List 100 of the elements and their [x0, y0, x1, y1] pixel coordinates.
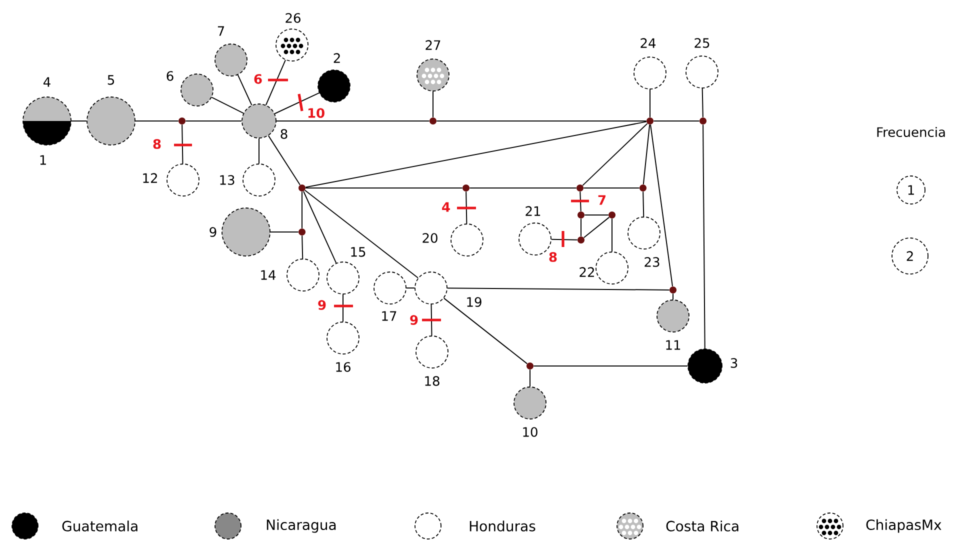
network-line	[672, 293, 674, 300]
haplotype-number: 12	[143, 173, 157, 183]
haplotype-number: 17	[382, 311, 396, 321]
legend-heading: Frecuencia	[877, 126, 945, 138]
median-vector-dot	[298, 184, 306, 192]
haplotype-number: 20	[422, 233, 438, 243]
median-vector-dot	[608, 212, 616, 218]
haplotype-circle	[688, 348, 722, 384]
legend-text: Guatemala	[62, 520, 138, 532]
network-line	[580, 218, 582, 237]
haplotype-number: 24	[640, 38, 656, 48]
haplotype-circle	[656, 300, 690, 332]
network-line	[237, 74, 252, 106]
haplotype-circle	[166, 164, 200, 196]
network-line	[446, 288, 670, 290]
network-line	[584, 214, 609, 216]
haplotype-number: 18	[425, 376, 440, 386]
mutation-count: 4	[442, 202, 450, 212]
haplotype-circle	[416, 58, 450, 92]
mutation-count: 8	[549, 252, 557, 262]
haplotype-circle	[326, 322, 360, 354]
network-line	[70, 120, 88, 122]
haplotype-number: 2	[334, 53, 340, 63]
network-line	[430, 304, 432, 336]
haplotype-number: 25	[694, 38, 710, 48]
legend-text: Nicaragua	[266, 519, 336, 533]
haplotype-number: 11	[666, 340, 680, 350]
legend-text: Honduras	[470, 520, 536, 532]
mutation-count: 8	[153, 139, 161, 149]
haplotype-circle	[242, 164, 276, 196]
median-vector-dot	[578, 236, 584, 244]
network-line	[580, 191, 582, 212]
median-vector-dot	[576, 184, 584, 192]
haplotype-number: 14	[261, 270, 276, 280]
haplotype-number: 9	[210, 227, 216, 237]
network-line	[642, 191, 644, 218]
network-line	[642, 124, 650, 185]
haplotype-circle	[326, 262, 360, 294]
network-line	[185, 120, 242, 122]
haplotype-number: 5	[108, 75, 114, 85]
median-vector-dot	[700, 118, 706, 124]
haplotype-circle	[318, 70, 350, 102]
network-line	[583, 216, 610, 238]
haplotype-number: 23	[644, 257, 660, 267]
haplotype-circle	[634, 56, 666, 90]
network-line	[134, 120, 179, 122]
network-line	[436, 120, 647, 122]
haplotype-circle	[214, 44, 248, 76]
haplotype-number: 7	[218, 26, 224, 36]
haplotype-circle	[286, 258, 320, 292]
haplotype-number: 15	[351, 247, 366, 257]
network-line	[653, 120, 700, 122]
network-line	[443, 298, 528, 364]
haplotype-circle	[180, 74, 214, 106]
haplotype-number: 26	[286, 13, 300, 23]
median-vector-dot	[462, 184, 470, 192]
haplotype-circle	[628, 216, 660, 250]
network-line	[702, 88, 704, 118]
legend-text: ChiapasMx	[866, 519, 942, 533]
haplotype-number: 21	[526, 206, 540, 216]
haplotype-circle	[514, 386, 546, 420]
network-line	[265, 60, 286, 106]
network-line	[305, 121, 647, 188]
mutation-count: 7	[598, 195, 606, 205]
haplotype-circle	[222, 208, 270, 256]
haplotype-number: 16	[336, 362, 350, 372]
network-line	[276, 120, 430, 122]
mutation-count: 9	[410, 315, 418, 325]
haplotype-circle	[86, 96, 136, 146]
haplotype-circle	[596, 252, 628, 284]
haplotype-circle	[276, 28, 308, 62]
network-line	[432, 90, 434, 118]
median-vector-dot	[430, 118, 436, 124]
haplotype-circle	[22, 96, 72, 146]
network-line	[304, 190, 418, 278]
haplotype-number: 10	[523, 427, 538, 437]
network-line	[211, 96, 244, 114]
haplotype-circle	[686, 56, 718, 88]
median-vector-dot	[298, 228, 306, 236]
mutation-count: 10	[308, 108, 324, 118]
median-vector-dot	[578, 212, 584, 218]
haplotype-circle	[450, 224, 484, 256]
haplotype-number: 22	[580, 267, 594, 277]
legend-text: Costa Rica	[666, 520, 738, 532]
network-line	[582, 123, 648, 186]
haplotype-number: 19	[467, 297, 482, 307]
haplotype-number: 4	[44, 77, 50, 87]
haplotype-number: 8	[280, 129, 288, 139]
median-vector-dot	[526, 362, 534, 370]
network-line	[550, 238, 578, 240]
haplotype-circle	[242, 104, 276, 138]
haplotype-number: 13	[220, 175, 234, 185]
haplotype-circle	[416, 336, 448, 368]
median-vector-dot	[640, 184, 646, 192]
haplotype-circle	[414, 272, 448, 304]
median-vector-dot	[670, 286, 676, 294]
haplotype-number: 1	[40, 155, 46, 165]
mutation-count: 6	[254, 74, 262, 84]
network-line	[268, 135, 300, 186]
network-line	[302, 235, 304, 260]
